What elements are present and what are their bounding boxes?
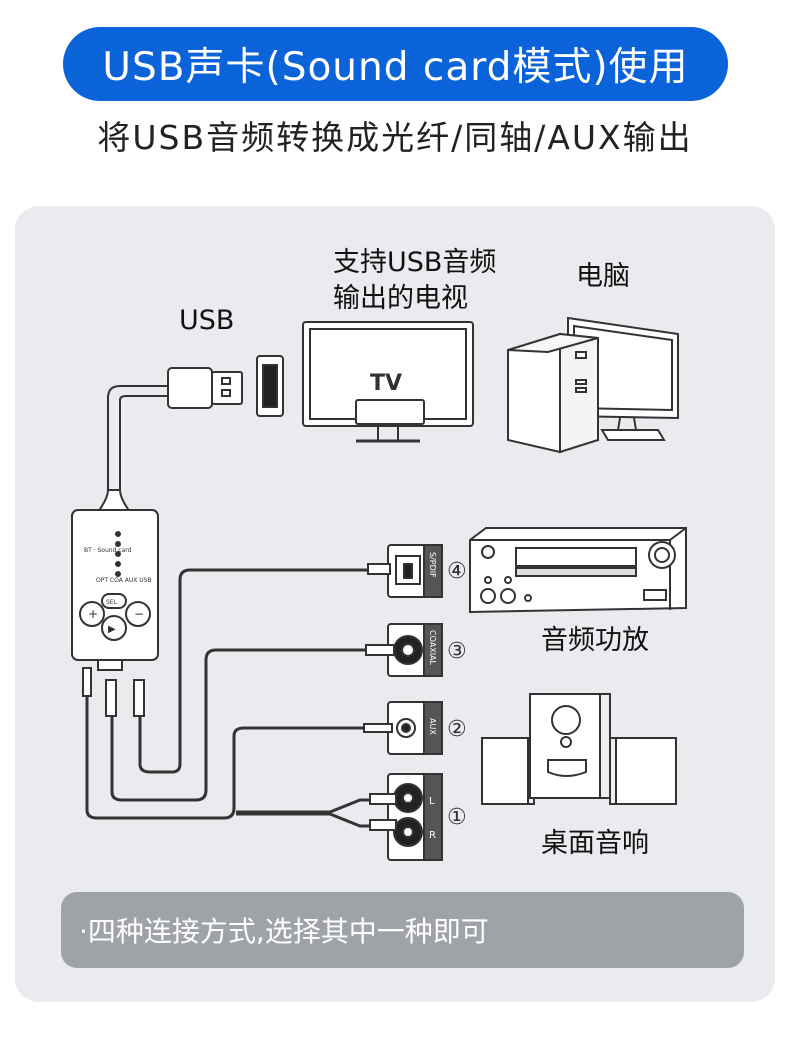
amplifier-icon (469, 527, 687, 614)
device-plugs (82, 667, 145, 717)
usb-port-socket (256, 355, 284, 417)
port-aux (363, 701, 443, 755)
device-mode-labels: OPT COA AUX USB (96, 577, 152, 584)
aux-label: AUX (428, 718, 437, 735)
play-glyph: ▶ (108, 624, 116, 635)
pc-label: 电脑 (576, 261, 630, 292)
header-title-pill: USB声卡(Sound card模式)使用 (63, 27, 728, 101)
left-channel-label: L (429, 796, 435, 807)
speakers-icon (481, 693, 677, 805)
amplifier-label: 音频功放 (541, 625, 649, 656)
page-title: USB声卡(Sound card模式)使用 (102, 45, 689, 90)
tv-label-line1: 支持USB音频 (333, 247, 497, 278)
right-channel-label: R (429, 830, 436, 841)
minus-button-icon (125, 601, 151, 627)
coaxial-label: COAXIAL (428, 630, 437, 666)
spdif-label: S/PDIF (428, 552, 437, 578)
port-spdif (367, 544, 443, 598)
number-1: ① (447, 805, 467, 830)
sel-label: SEL (106, 599, 118, 606)
page-subtitle: 将USB音频转换成光纤/同轴/AUX输出 (97, 118, 693, 157)
cables (85, 568, 384, 828)
speakers-label: 桌面音响 (541, 828, 649, 859)
number-4: ④ (447, 559, 467, 584)
sound-card-device (71, 509, 159, 671)
tv-icon (302, 321, 474, 443)
device-status-labels: BT · Sound card (84, 547, 132, 554)
tv-screen-label: TV (370, 371, 402, 396)
footer-note: ·四种连接方式,选择其中一种即可 (61, 892, 744, 968)
usb-cable (96, 385, 168, 513)
number-2: ② (447, 717, 467, 742)
pc-icon (507, 316, 679, 454)
usb-label: USB (179, 305, 235, 336)
sel-button (101, 593, 127, 609)
minus-glyph: − (134, 607, 144, 621)
plus-glyph: + (88, 607, 98, 621)
number-3: ③ (447, 639, 467, 664)
plus-button-icon (79, 601, 105, 627)
tv-label-line2: 输出的电视 (333, 283, 468, 314)
port-coaxial (365, 623, 443, 677)
port-rca (369, 773, 443, 861)
footer-note-text: ·四种连接方式,选择其中一种即可 (79, 915, 489, 948)
play-pause-icon (101, 615, 127, 641)
usb-plug (167, 367, 243, 409)
